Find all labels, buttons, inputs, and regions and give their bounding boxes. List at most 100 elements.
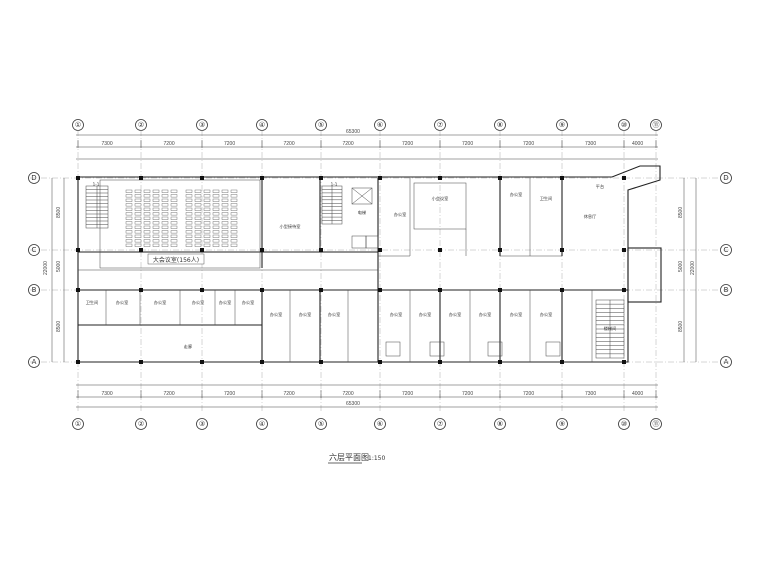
botBayDims-4: 7200: [343, 391, 354, 397]
reception-label: 小型接待室: [280, 223, 301, 230]
botBayDims-1: 7200: [164, 391, 175, 397]
botBayDims-2: 7200: [224, 391, 235, 397]
auditorium-seats: [125, 189, 238, 247]
axis-bubble-bottom-2: [135, 418, 147, 430]
office-label-10: 办公室: [419, 311, 432, 318]
office-label-12: 办公室: [479, 311, 492, 318]
axis-bubble-bottom-2-label: ②: [138, 420, 144, 428]
axis-bubble-top-1-label: ①: [75, 121, 81, 129]
stair-label-e: 楼梯间: [604, 325, 617, 332]
axis-bubble-top-4-label: ④: [259, 121, 265, 129]
drawing-title: 六层平面图: [329, 452, 369, 462]
office-label-16: 办公室: [510, 191, 523, 198]
toilet-label-w: 卫生间: [86, 299, 99, 306]
axis-bubble-bottom-7-label: ⑦: [437, 420, 443, 428]
axis-bubble-bottom-9: [556, 418, 568, 430]
total-dimension-bottom: 65300: [346, 401, 360, 407]
topBayDims-5: 7200: [402, 141, 413, 147]
stair-treads: [86, 186, 624, 358]
left-dimensions: 22000 8500 5000 8500: [43, 178, 65, 362]
botBayDims-6: 7200: [462, 391, 473, 397]
office-label-3: 办公室: [192, 299, 205, 306]
lounge-label: 休息厅: [584, 213, 597, 220]
section-mark-2: 1-1: [331, 182, 338, 187]
axis-bubble-bottom-9-label: ⑨: [559, 420, 565, 428]
section-mark-1: 1-1: [93, 182, 100, 187]
axis-bubble-bottom-10: [618, 418, 630, 430]
office-label-1: 办公室: [116, 299, 129, 306]
office-label-7: 办公室: [299, 311, 312, 318]
topBayDims-2: 7200: [224, 141, 235, 147]
topBayDims-1: 7200: [164, 141, 175, 147]
axis-bubble-top-8-label: ⑧: [497, 121, 503, 129]
botBayDims-8: 7300: [585, 391, 596, 397]
office-label-8: 办公室: [328, 311, 341, 318]
right-dimensions: 22000 8500 5000 8500: [678, 178, 697, 362]
depth-dim-left-2: 5000: [56, 261, 62, 272]
topBayDims-9: 4000: [632, 141, 643, 147]
office-label-6: 办公室: [270, 311, 283, 318]
axis-bubble-top-5-label: ⑤: [318, 121, 324, 129]
toilet-label-ne: 卫生间: [540, 195, 553, 202]
total-dimension-top: 65300: [346, 129, 360, 135]
office-label-11: 办公室: [449, 311, 462, 318]
drawing-title-block: 六层平面图 1:150: [328, 452, 385, 464]
office-label-15: 办公室: [394, 211, 407, 218]
conference-hall-label: 大会议室(156人): [153, 256, 199, 264]
axis-bubble-bottom-11: [650, 418, 662, 430]
depth-dim-right-2: 5000: [678, 261, 684, 272]
corridor-label: 走廊: [184, 343, 192, 350]
axis-bubble-bottom-7: [434, 418, 446, 430]
office-label-2: 办公室: [154, 299, 167, 306]
botBayDims-9: 4000: [632, 391, 643, 397]
topBayDims-4: 7200: [343, 141, 354, 147]
axis-bubble-bottom-6-label: ⑥: [377, 420, 383, 428]
axis-bubble-bottom-10-label: ⑩: [621, 420, 627, 428]
office-label-5: 办公室: [242, 299, 255, 306]
depth-dim-left-1: 8500: [56, 207, 62, 218]
structural-columns: [76, 176, 626, 364]
axis-bubble-bottom-6: [374, 418, 386, 430]
axis-bubble-top-7-label: ⑦: [437, 121, 443, 129]
axis-bubble-bottom-8-label: ⑧: [497, 420, 503, 428]
office-label-14: 办公室: [540, 311, 553, 318]
office-label-4: 办公室: [219, 299, 232, 306]
botBayDims-3: 7200: [284, 391, 295, 397]
axis-bubble-bottom-8: [494, 418, 506, 430]
axis-bubble-bottom-3-label: ③: [199, 420, 205, 428]
room-labels: 大会议室(156人) 小型接待室 走廊 卫生间 办公室 办公室 办公室 办公室 …: [86, 182, 617, 350]
office-label-9: 办公室: [390, 311, 403, 318]
depth-total-left: 22000: [43, 261, 49, 275]
elevator-label: 电梯: [358, 209, 366, 216]
axis-bubble-top-6-label: ⑥: [377, 121, 383, 129]
topBayDims-6: 7200: [462, 141, 473, 147]
topBayDims-7: 7200: [523, 141, 534, 147]
axis-bubble-bottom-5: [315, 418, 327, 430]
axis-bubble-bottom-3: [196, 418, 208, 430]
botBayDims-5: 7200: [402, 391, 413, 397]
axis-bubble-bottom-5-label: ⑤: [318, 420, 324, 428]
axis-bubble-bottom-11-label: ⑪: [653, 420, 660, 428]
bottom-dimensions: 7300 7200 7200 7200 7200 7200 7200 7200 7300 4000…: [76, 384, 658, 408]
botBayDims-7: 7200: [523, 391, 534, 397]
meeting-small-label: 小会议室: [432, 195, 449, 202]
axis-bubble-top-11-label: ⑪: [653, 121, 660, 129]
drawing-scale: 1:150: [368, 455, 385, 462]
topBayDims-3: 7200: [284, 141, 295, 147]
axis-bubble-bottom-1-label: ①: [75, 420, 81, 428]
depth-dim-left-3: 8500: [56, 321, 62, 332]
axis-bubble-top-2-label: ②: [138, 121, 144, 129]
axis-bubble-top-3-label: ③: [199, 121, 205, 129]
axis-bubble-bottom-4: [256, 418, 268, 430]
topBayDims-0: 7300: [102, 141, 113, 147]
terrace-label: 平台: [596, 183, 604, 190]
axis-bubble-top-10-label: ⑩: [621, 121, 627, 129]
depth-total-right: 22000: [690, 261, 696, 275]
botBayDims-0: 7300: [102, 391, 113, 397]
depth-dim-right-3: 8500: [678, 321, 684, 332]
axis-bubble-bottom-1: [72, 418, 84, 430]
